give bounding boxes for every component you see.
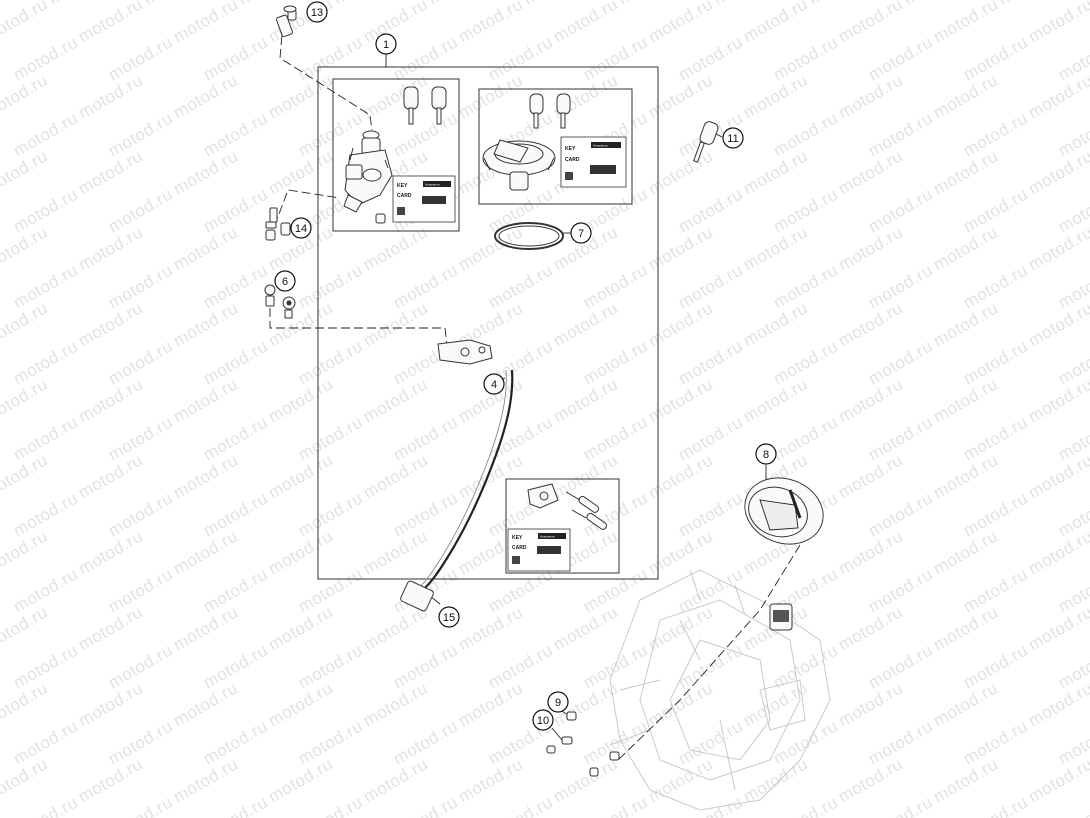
- key-card-2: KEY CARD Husqvarna: [560, 136, 627, 188]
- seat-lock-box: [505, 478, 620, 574]
- callout-6: 6: [274, 270, 296, 292]
- callout-10: 10: [532, 709, 554, 731]
- cable-4: [400, 369, 514, 612]
- callout-15: 15: [438, 606, 460, 628]
- key-card-2-line1: KEY: [565, 146, 576, 152]
- svg-text:10: 10: [537, 715, 549, 727]
- kit-frame: [317, 66, 659, 580]
- tool-part-13: [275, 5, 297, 38]
- svg-text:13: 13: [311, 7, 323, 19]
- key-card-2-brand: Husqvarna: [593, 144, 608, 148]
- ignition-lock-assembly: [343, 130, 393, 224]
- fuel-cap-box: [478, 88, 633, 205]
- leader-lines: [269, 22, 801, 761]
- screws-14: [265, 207, 291, 241]
- svg-text:14: 14: [295, 223, 307, 235]
- callout-11: 11: [722, 127, 744, 149]
- bolts-9-10: [546, 711, 620, 777]
- callout-9: 9: [547, 691, 569, 713]
- key-card-2-line2: CARD: [565, 157, 580, 163]
- lock-bracket: [437, 339, 493, 365]
- svg-text:1: 1: [383, 39, 389, 51]
- key-card-1: KEY CARD Husqvarna: [392, 175, 456, 223]
- key-card-1-brand: Husqvarna: [425, 183, 440, 187]
- callout-4: 4: [483, 373, 505, 395]
- fuel-tank-cap: [482, 139, 556, 191]
- connector: [769, 603, 793, 631]
- key-card-3: KEY CARD Husqvarna: [507, 528, 571, 572]
- key-card-3-line2: CARD: [512, 545, 527, 551]
- ignition-lock-box: [332, 78, 460, 232]
- callout-8: 8: [755, 443, 777, 465]
- callout-1: 1: [375, 33, 397, 55]
- callout-13: 13: [306, 1, 328, 23]
- fuel-cap-keys: [529, 93, 571, 129]
- key-card-1-line2: CARD: [397, 193, 412, 199]
- svg-text:11: 11: [727, 133, 738, 145]
- ignition-keys: [403, 86, 447, 125]
- svg-text:6: 6: [282, 276, 288, 288]
- key-card-3-line1: KEY: [512, 535, 523, 541]
- dashboard-8: [744, 477, 824, 545]
- callout-7: 7: [570, 222, 592, 244]
- svg-text:7: 7: [578, 228, 584, 240]
- frame-background-drawing: [609, 569, 831, 811]
- svg-text:15: 15: [443, 612, 455, 624]
- svg-text:4: 4: [491, 379, 497, 391]
- seat-lock-parts: [527, 483, 608, 530]
- key-card-1-line1: KEY: [397, 183, 408, 189]
- svg-text:8: 8: [763, 449, 769, 461]
- key-card-3-brand: Husqvarna: [540, 535, 555, 539]
- o-ring-7: [494, 222, 564, 250]
- key-11: [693, 121, 719, 163]
- callout-14: 14: [290, 217, 312, 239]
- nuts-6: [264, 284, 296, 319]
- svg-text:9: 9: [555, 697, 561, 709]
